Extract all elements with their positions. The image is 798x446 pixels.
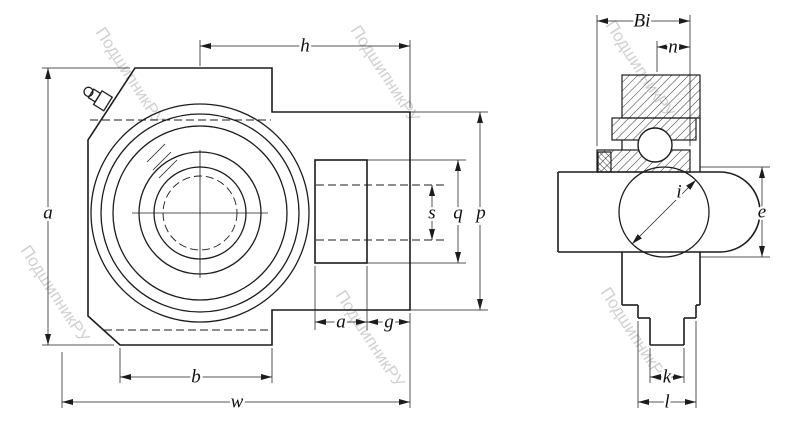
front-dimension-labels: h a s q p a g b w [41,33,489,415]
dim-label-a-slot: a [336,312,346,333]
side-extension-lines [596,15,770,408]
bearing-ball [637,127,673,163]
watermark-layer: ПодшипникРУ ПодшипникРУ ПодшипникРУ Подш… [17,17,679,391]
front-view: h a s q p a g b w [41,33,489,415]
housing-outline [87,67,411,346]
spherical-od-circle [618,166,710,258]
side-dimension-lines [597,18,765,405]
watermark-text: ПодшипникРУ [347,22,424,126]
watermark-text: ПодшипникРУ [332,287,409,391]
dim-label-bi: Bi [634,11,651,32]
dim-label-p: p [474,203,486,224]
housing-side-outline [621,252,701,346]
dim-label-k: k [663,367,672,388]
watermark-text: ПодшипникРУ [17,242,94,346]
dim-label-n: n [668,37,678,58]
dim-label-l: l [664,392,669,413]
hidden-rail-lines [90,119,271,331]
set-screw-section [597,151,612,173]
dim-label-e: e [758,202,766,223]
set-screw-marks [146,143,178,179]
shaft [557,171,761,253]
center-crosshair [132,150,268,278]
dim-label-g: g [384,312,394,333]
dim-label-q: q [453,203,463,224]
dim-label-s: s [428,203,435,224]
grease-nipple-icon [83,86,114,112]
front-dimension-lines [45,43,483,405]
side-view: Bi n i e k l [557,8,770,415]
dim-label-b: b [191,367,201,388]
dim-label-a-side: a [43,203,53,224]
dim-label-i: i [676,182,681,203]
dim-label-h: h [300,36,310,57]
bearing-section [596,74,701,173]
slot-block [314,159,447,264]
side-dimension-labels: Bi n i e k l [631,8,769,415]
dim-label-w: w [231,392,244,413]
